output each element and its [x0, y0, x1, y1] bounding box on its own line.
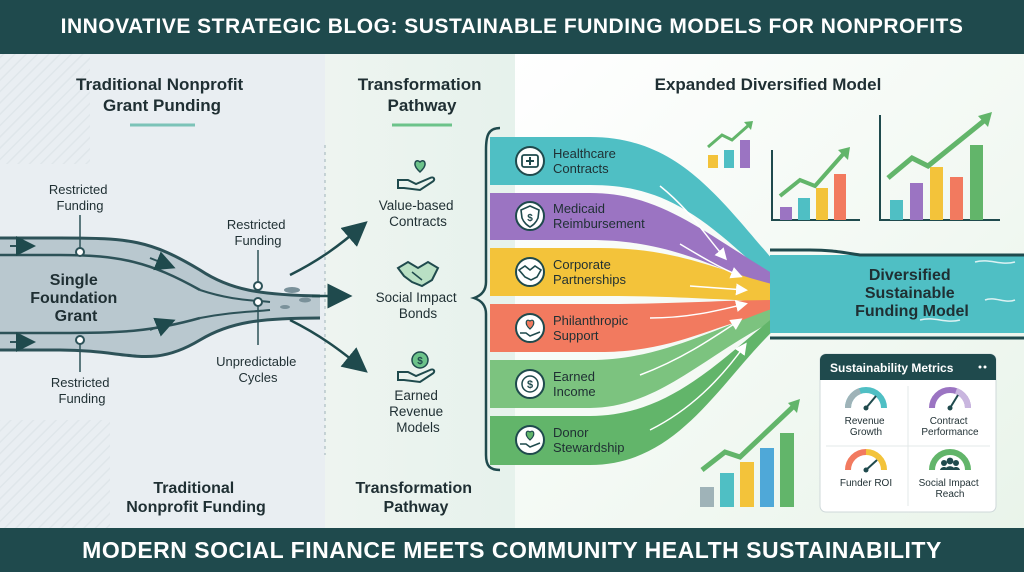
heart-hand-donor-icon: [515, 425, 545, 455]
restricted-funding-mid-label: Restricted Funding: [227, 217, 289, 248]
middle-bottom-label: Transformation Pathway: [356, 480, 477, 516]
dollar-circle-icon: $: [515, 369, 545, 399]
gauge-icon: [929, 387, 972, 411]
growth-chart-icon-small: [707, 121, 753, 168]
svg-text:$: $: [527, 379, 533, 391]
unpredictable-cycles-label: Unpredictable Cycles: [216, 354, 300, 385]
sustainability-metrics-card: Sustainability Metrics: [819, 353, 997, 513]
stream-corporate-label: Corporate Partnerships: [553, 257, 626, 287]
footer-banner: MODERN SOCIAL FINANCE MEETS COMMUNITY HE…: [0, 528, 1024, 572]
people-icon: [929, 449, 971, 471]
funding-streams: [490, 137, 1024, 465]
stream-donor-label: Donor Stewardship: [553, 425, 625, 455]
medical-icon: [515, 146, 545, 176]
svg-text:$: $: [417, 356, 423, 367]
metric-social-impact-reach: Social Impact Reach: [919, 478, 982, 500]
svg-text:$: $: [527, 213, 533, 224]
right-heading: Expanded Diversified Model: [655, 75, 882, 94]
earned-revenue-models-label: Earned Revenue Models: [389, 388, 447, 435]
growth-chart-icon-medium: [771, 147, 860, 221]
stream-healthcare-label: Healthcare Contracts: [553, 146, 620, 176]
restricted-funding-bottom-label: Restricted Funding: [51, 375, 113, 406]
single-foundation-grant-label: Single Foundation Grant: [30, 272, 122, 325]
metric-contract-performance: Contract Performance: [921, 416, 979, 438]
social-impact-bonds-label: Social Impact Bonds: [376, 290, 461, 321]
diversified-model-label: Diversified Sustainable Funding Model: [855, 267, 969, 320]
stream-philanthropic-label: Philanthropic Support: [553, 313, 632, 343]
left-heading: Traditional Nonprofit Grant Punding: [76, 75, 248, 115]
grant-pipe: [0, 221, 368, 373]
left-bottom-label: Traditional Nonprofit Funding: [126, 480, 266, 516]
stream-earned-label: Earned Income: [553, 369, 599, 399]
stream-medicaid-label: Medicaid Reimbursement: [553, 201, 645, 231]
metric-funder-roi: Funder ROI: [840, 478, 892, 489]
handshake-small-icon: [515, 257, 545, 287]
handshake-icon: [396, 260, 440, 288]
gauge-icon: [845, 449, 887, 473]
heart-hand-small-icon: [515, 313, 545, 343]
growth-chart-icon-bottom: [700, 399, 800, 507]
middle-heading: Transformation Pathway: [358, 75, 486, 115]
money-hand-icon: $: [397, 351, 436, 384]
growth-chart-icon-large: [879, 112, 1000, 221]
shield-dollar-icon: $: [515, 201, 545, 231]
gauge-icon: [844, 387, 887, 411]
value-based-icon: [397, 159, 436, 192]
restricted-funding-top-label: Restricted Funding: [49, 182, 111, 213]
value-based-contracts-label: Value-based Contracts: [379, 198, 458, 229]
header-banner: INNOVATIVE STRATEGIC BLOG: SUSTAINABLE F…: [0, 0, 1024, 54]
metrics-title: Sustainability Metrics: [830, 361, 954, 375]
metric-revenue-growth: Revenue Growth: [845, 416, 888, 438]
